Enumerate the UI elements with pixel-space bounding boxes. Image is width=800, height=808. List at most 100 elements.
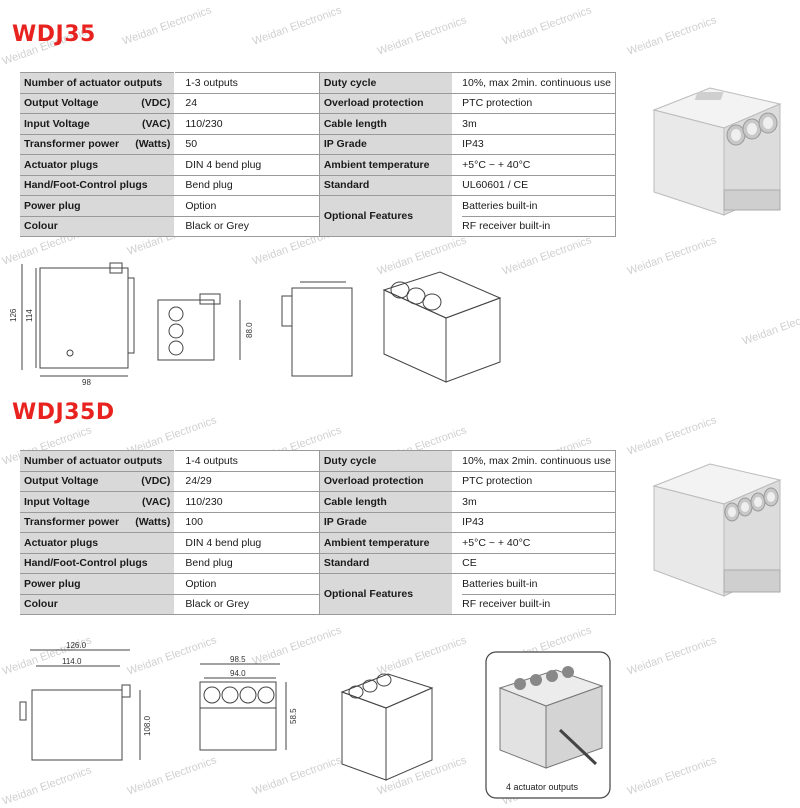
model-title-wdj35: WDJ35 bbox=[12, 22, 96, 47]
spec-value: 24/29 bbox=[174, 471, 320, 492]
optional-features-values: Batteries built-in RF receiver built-in bbox=[452, 573, 617, 615]
spec-unit: (VAC) bbox=[142, 495, 171, 508]
product-image-wdj35d bbox=[652, 463, 782, 597]
spec-value-2: +5°C ~ + 40°C bbox=[452, 532, 617, 554]
optional-feature: Batteries built-in bbox=[462, 197, 615, 217]
dim-width-outer: 126.0 bbox=[66, 641, 87, 650]
spec-label: Transformer power(Watts) bbox=[20, 134, 176, 155]
spec-label: Input Voltage(VAC) bbox=[20, 113, 176, 135]
spec-value-2: 3m bbox=[452, 491, 617, 513]
spec-value-2: UL60601 / CE bbox=[452, 175, 617, 196]
spec-unit: (Watts) bbox=[135, 138, 171, 151]
spec-label-2: Cable length bbox=[318, 491, 453, 513]
spec-value: Option bbox=[174, 573, 320, 595]
dim-width-inner: 114.0 bbox=[62, 657, 82, 666]
spec-label: Output Voltage(VDC) bbox=[20, 471, 176, 492]
spec-label: Power plug bbox=[20, 573, 176, 595]
dim-depth-outer: 98.5 bbox=[230, 655, 246, 664]
spec-label-2: IP Grade bbox=[318, 134, 453, 155]
watermark-text: Weidan Electronics bbox=[625, 234, 719, 278]
watermark-text: Weidan Electronics bbox=[375, 14, 469, 58]
spec-value: 50 bbox=[174, 134, 320, 155]
spec-value-2: CE bbox=[452, 553, 617, 574]
dim-inner-height: 114 bbox=[25, 309, 34, 322]
spec-label-2: Duty cycle bbox=[318, 72, 453, 94]
spec-label-2: Ambient temperature bbox=[318, 532, 453, 554]
spec-value: Bend plug bbox=[174, 553, 320, 574]
spec-label-2: Standard bbox=[318, 175, 453, 196]
dim-depth-inner: 94.0 bbox=[230, 669, 246, 678]
technical-drawings-wdj35: 126 114 98 88.0 bbox=[9, 262, 502, 387]
spec-label-2: Ambient temperature bbox=[318, 154, 453, 176]
spec-value-2: 3m bbox=[452, 113, 617, 135]
spec-value: 1-3 outputs bbox=[174, 72, 320, 94]
spec-value-2: 10%, max 2min. continuous use bbox=[452, 72, 617, 94]
spec-value: Bend plug bbox=[174, 175, 320, 196]
spec-value: 24 bbox=[174, 93, 320, 114]
spec-value-2: +5°C ~ + 40°C bbox=[452, 154, 617, 176]
product-image-wdj35 bbox=[652, 87, 782, 216]
spec-unit: (VAC) bbox=[142, 117, 171, 130]
spec-value-2: IP43 bbox=[452, 134, 617, 155]
spec-value-2: IP43 bbox=[452, 512, 617, 533]
spec-label: Power plug bbox=[20, 195, 176, 217]
spec-label: Input Voltage(VAC) bbox=[20, 491, 176, 513]
spec-label: Colour bbox=[20, 216, 176, 237]
spec-label-2: Overload protection bbox=[318, 93, 453, 114]
spec-label-2: Duty cycle bbox=[318, 450, 453, 472]
optional-feature: RF receiver built-in bbox=[462, 597, 551, 610]
spec-value: 100 bbox=[174, 512, 320, 533]
watermark-text: Weidan Electronics bbox=[120, 4, 214, 48]
watermark-text: Weidan Electronics bbox=[625, 414, 719, 458]
spec-value-2: PTC protection bbox=[452, 93, 617, 114]
spec-value: Option bbox=[174, 195, 320, 217]
spec-value: DIN 4 bend plug bbox=[174, 532, 320, 554]
optional-features-label: Optional Features bbox=[318, 195, 453, 237]
spec-label: Transformer power(Watts) bbox=[20, 512, 176, 533]
spec-label: Output Voltage(VDC) bbox=[20, 93, 176, 114]
optional-feature: Batteries built-in bbox=[462, 575, 615, 595]
spec-value-2: PTC protection bbox=[452, 471, 617, 492]
optional-feature: RF receiver built-in bbox=[462, 219, 551, 232]
spec-label: Actuator plugs bbox=[20, 532, 176, 554]
model-title-wdj35d: WDJ35D bbox=[12, 400, 115, 425]
spec-value: 110/230 bbox=[174, 491, 320, 513]
watermark-text: Weidan Electronics bbox=[500, 4, 594, 48]
spec-label: Hand/Foot-Control plugs bbox=[20, 553, 176, 574]
dim-side: 58.5 bbox=[289, 708, 298, 724]
technical-drawings-wdj35d: 126.0 114.0 108.0 98.5 94.0 58.5 4 actua… bbox=[19, 641, 611, 799]
spec-label: Actuator plugs bbox=[20, 154, 176, 176]
photo-caption: 4 actuator outputs bbox=[506, 782, 579, 792]
spec-label: Number of actuator outputs bbox=[20, 450, 176, 472]
spec-value: Black or Grey bbox=[174, 216, 320, 237]
spec-label: Colour bbox=[20, 594, 176, 615]
spec-label: Number of actuator outputs bbox=[20, 72, 176, 94]
spec-label-2: Standard bbox=[318, 553, 453, 574]
spec-value: 110/230 bbox=[174, 113, 320, 135]
spec-label: Hand/Foot-Control plugs bbox=[20, 175, 176, 196]
spec-label-2: Overload protection bbox=[318, 471, 453, 492]
spec-value: Black or Grey bbox=[174, 594, 320, 615]
spec-unit: (VDC) bbox=[141, 475, 171, 488]
watermark-text: Weidan Electronics bbox=[625, 14, 719, 58]
spec-unit: (VDC) bbox=[141, 97, 171, 110]
dim-width: 98 bbox=[82, 378, 91, 387]
dim-height-d: 108.0 bbox=[143, 715, 152, 736]
spec-value-2: 10%, max 2min. continuous use bbox=[452, 450, 617, 472]
optional-features-label: Optional Features bbox=[318, 573, 453, 615]
